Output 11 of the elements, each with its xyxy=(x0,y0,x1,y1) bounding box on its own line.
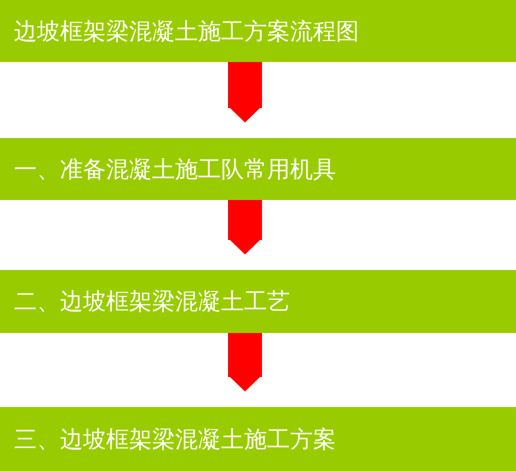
arrow xyxy=(228,62,262,123)
process-bar xyxy=(0,407,516,471)
process-bar xyxy=(0,270,516,333)
arrow xyxy=(228,333,262,392)
step-text: 二、边坡框架梁混凝土工艺 xyxy=(14,288,290,317)
arrow xyxy=(228,200,262,255)
step-text: 边坡框架梁混凝土施工方案流程图 xyxy=(14,18,359,46)
process-bar xyxy=(0,0,516,62)
step-text: 一、准备混凝土施工队常用机具 xyxy=(14,156,336,184)
step-text: 三、边坡框架梁混凝土施工方案 xyxy=(14,426,336,454)
process-bar xyxy=(0,138,516,200)
